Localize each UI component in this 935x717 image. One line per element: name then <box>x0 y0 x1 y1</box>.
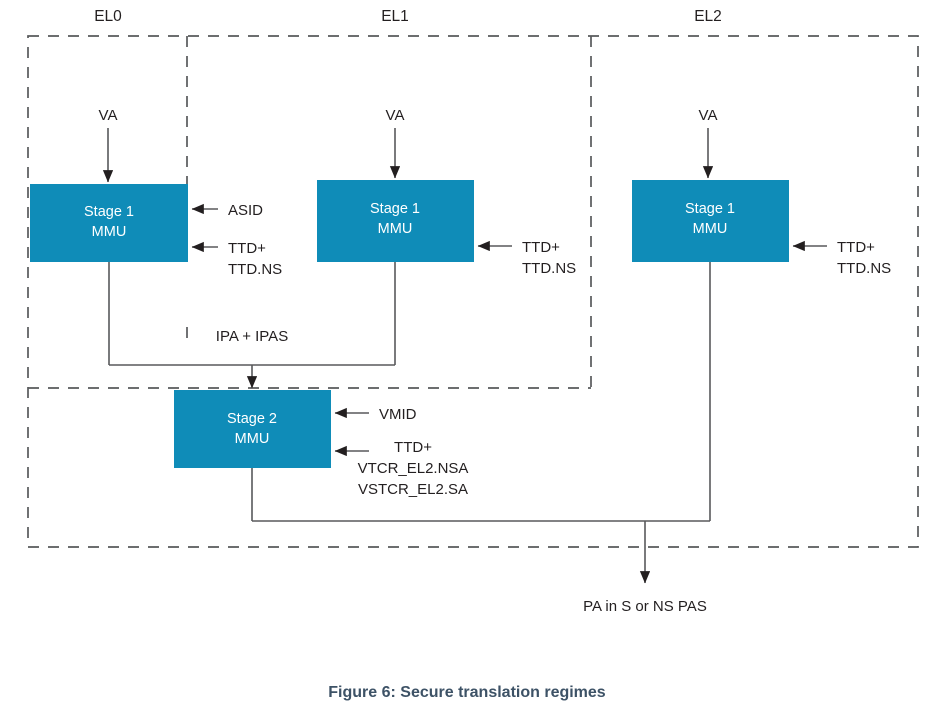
stage2-mmu-box[interactable] <box>174 390 331 468</box>
stage1-mmu-el1-label-line1: Stage 1 <box>370 201 420 217</box>
column-header-el0: EL0 <box>94 8 122 25</box>
stage2-mmu-label-line2: MMU <box>235 431 270 447</box>
va-label-el0: VA <box>99 107 118 124</box>
ttd-label-el1-line1: TTD+ <box>522 239 560 256</box>
stage2-ttd-label-line3: VSTCR_EL2.SA <box>358 481 468 498</box>
stage1-mmu-el0-box[interactable] <box>30 184 188 262</box>
stage2-ttd-label-line1: TTD+ <box>394 439 432 456</box>
ttd-label-el1-line2: TTD.NS <box>522 260 576 277</box>
pa-output-label: PA in S or NS PAS <box>583 598 707 615</box>
ttd-label-el0-line2: TTD.NS <box>228 261 282 278</box>
stage1-mmu-el0-label-line2: MMU <box>92 224 127 240</box>
va-label-el1: VA <box>386 107 405 124</box>
stage1-mmu-el1-label-line2: MMU <box>378 221 413 237</box>
stage1-mmu-el0-label-line1: Stage 1 <box>84 204 134 220</box>
ipa-ipas-label: IPA + IPAS <box>216 328 288 345</box>
column-header-el2: EL2 <box>694 8 722 25</box>
stage1-mmu-el2-label-line2: MMU <box>693 221 728 237</box>
column-header-el1: EL1 <box>381 8 409 25</box>
secure-world-boundary <box>27 35 919 548</box>
stage1-mmu-el1-box[interactable] <box>317 180 474 262</box>
ttd-label-el2-line1: TTD+ <box>837 239 875 256</box>
asid-label-el0: ASID <box>228 202 263 219</box>
figure-caption: Figure 6: Secure translation regimes <box>328 684 606 701</box>
stage1-mmu-el2-box[interactable] <box>632 180 789 262</box>
stage2-ttd-label-line2: VTCR_EL2.NSA <box>358 460 469 477</box>
ttd-label-el2-line2: TTD.NS <box>837 260 891 277</box>
stage1-mmu-el2-label-line1: Stage 1 <box>685 201 735 217</box>
vmid-label: VMID <box>379 406 417 423</box>
ttd-label-el0-line1: TTD+ <box>228 240 266 257</box>
stage2-mmu-label-line1: Stage 2 <box>227 411 277 427</box>
va-label-el2: VA <box>699 107 718 124</box>
